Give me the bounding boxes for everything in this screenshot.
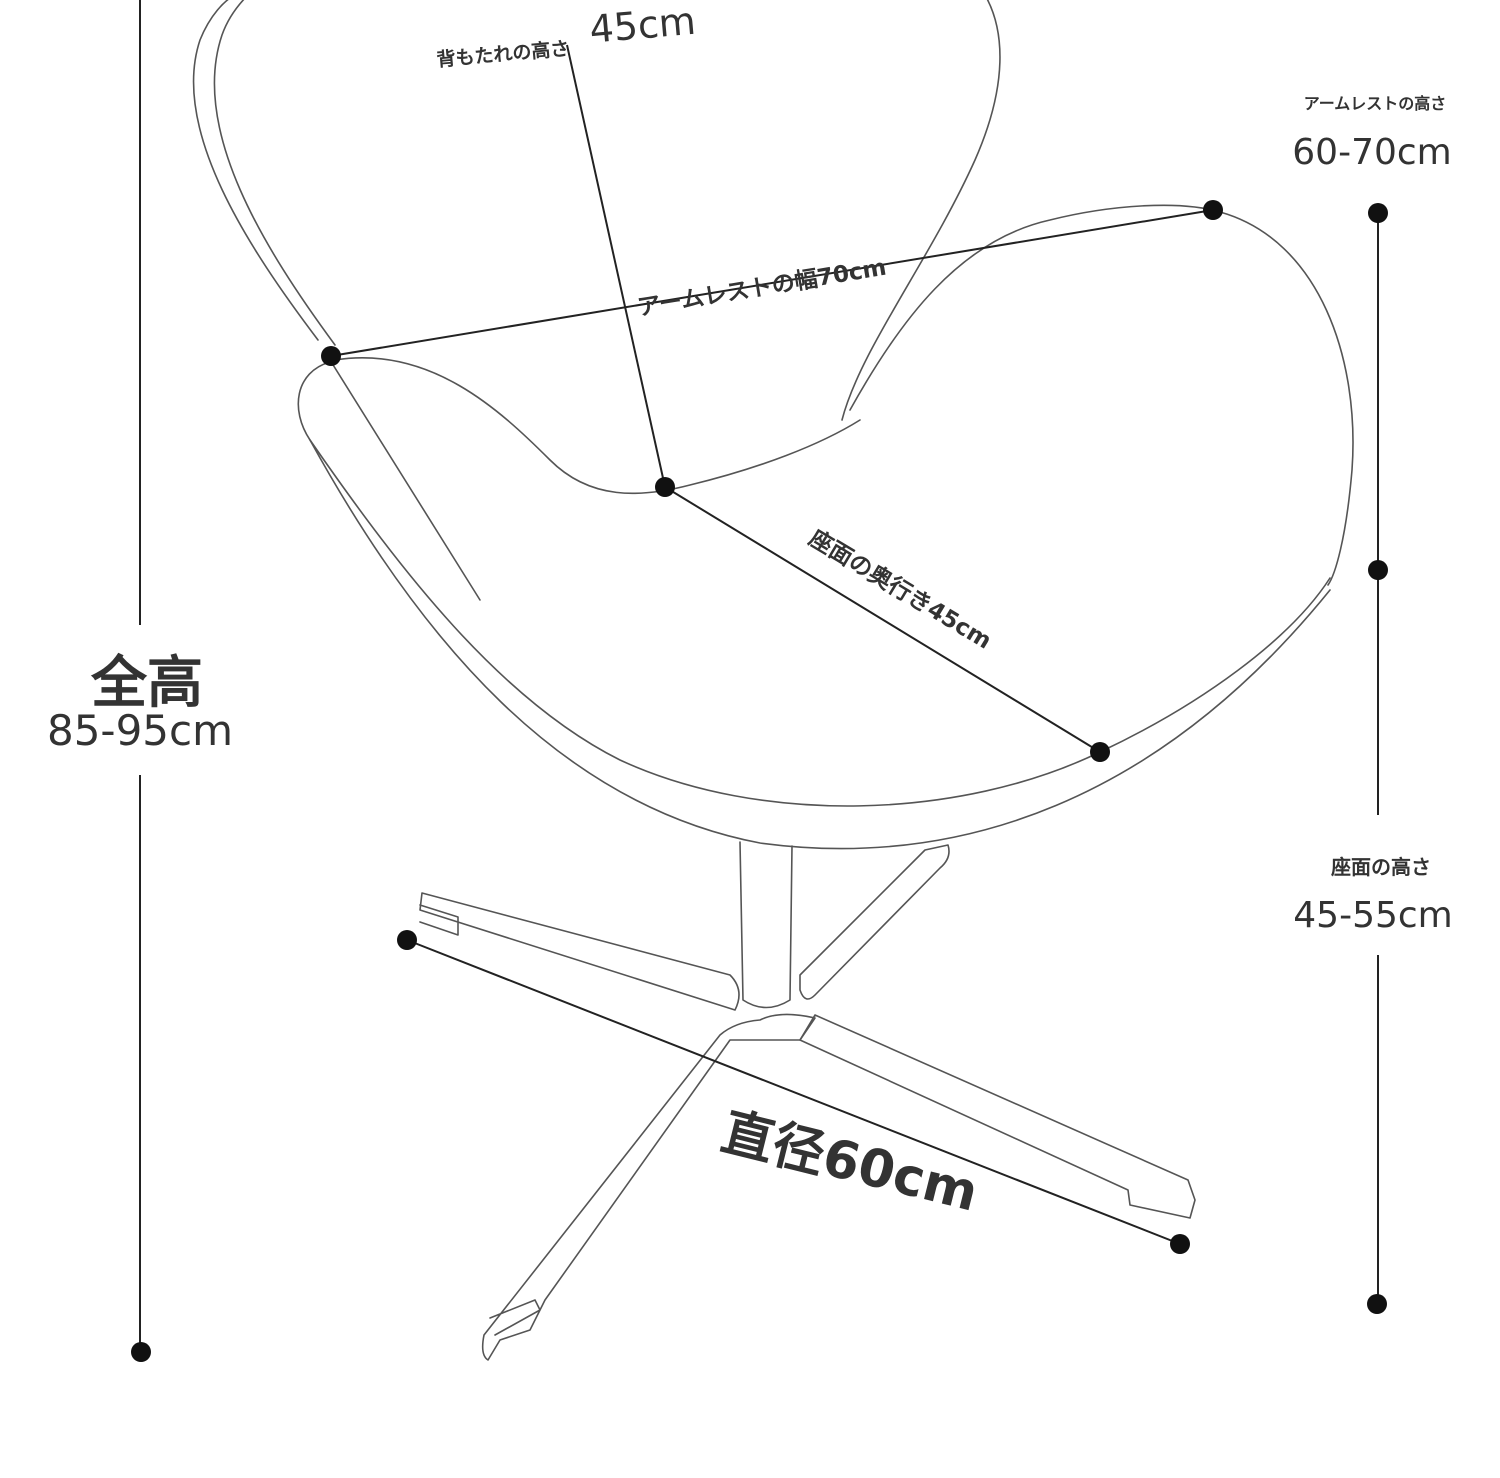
armrest-height-top-point: [1368, 203, 1388, 223]
seat-depth-line: [664, 486, 1101, 753]
total-height-endpoint: [131, 1342, 151, 1362]
diameter-label: 直径60cm: [716, 1102, 984, 1223]
seat-depth-front-point: [1090, 742, 1110, 762]
backrest-height-line: [566, 44, 666, 488]
seat-inner-curve: [334, 357, 861, 495]
base-leg-front-left: [481, 1013, 816, 1361]
total-height-label: 全高: [90, 651, 203, 716]
seat-height-top-point: [1368, 560, 1388, 580]
backrest-inner-edge: [213, 0, 336, 346]
seat-height-value: 45-55cm: [1293, 895, 1452, 936]
backrest-height-label: 背もたれの高さ: [436, 37, 571, 72]
base-leg-back-right: [799, 844, 950, 1000]
armrest-width-line: [330, 209, 1214, 357]
backrest-outer-edge: [192, 0, 319, 341]
total-height-value: 85-95cm: [47, 706, 233, 755]
diameter-line: [406, 939, 1181, 1245]
dimension-lines: [131, 0, 1388, 1362]
armrest-height-value: 60-70cm: [1292, 132, 1451, 173]
backrest-height-value: 45cm: [588, 0, 698, 52]
armrest-height-label: アームレストの高さ: [1304, 94, 1447, 113]
diameter-right-point: [1170, 1234, 1190, 1254]
base-leg-back-left: [419, 892, 740, 1011]
armrest-width-left-point: [321, 346, 341, 366]
diameter-left-point: [397, 930, 417, 950]
backrest-right-edge: [841, 0, 1001, 421]
seat-height-label: 座面の高さ: [1331, 855, 1431, 879]
column: [739, 841, 793, 1009]
floor-point: [1367, 1294, 1387, 1314]
armrest-width-right-point: [1203, 200, 1223, 220]
armrest-width-label: アームレストの幅70cm: [636, 255, 888, 322]
right-armrest-top: [849, 204, 1354, 586]
base-leg-front-right: [799, 1014, 1196, 1219]
seat-lower-edge: [309, 439, 1331, 850]
backrest-side-line: [329, 359, 481, 601]
seat-depth-back-point: [655, 477, 675, 497]
